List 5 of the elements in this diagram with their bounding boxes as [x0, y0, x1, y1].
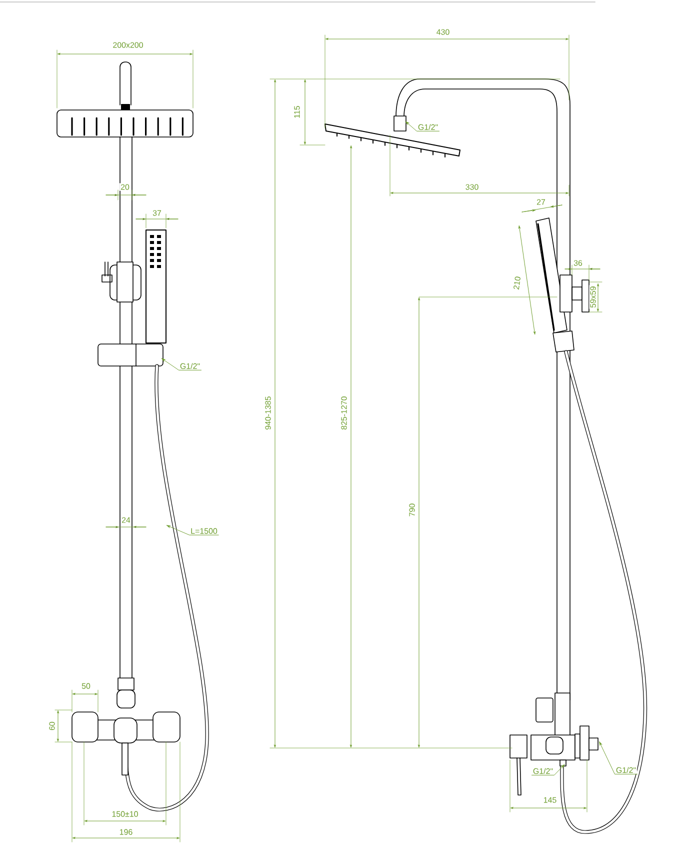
leader-line: [405, 121, 440, 132]
leader-line: [599, 742, 638, 774]
leader-line: [532, 764, 565, 776]
leader-line: [161, 358, 202, 370]
leader-line: [166, 525, 219, 536]
